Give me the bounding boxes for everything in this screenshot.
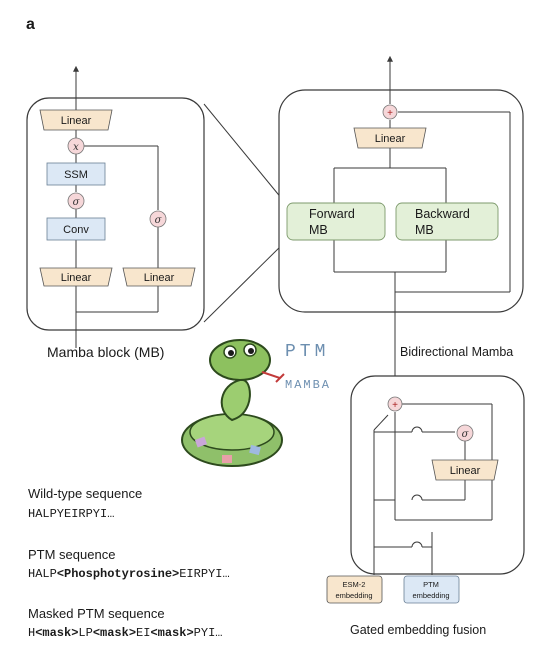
svg-text:+: + <box>392 400 398 411</box>
svg-text:σ: σ <box>462 429 470 440</box>
fusion-title: Gated embedding fusion <box>350 623 486 637</box>
fusion-plus-op <box>387 396 403 412</box>
mb-sigma-op <box>67 192 85 210</box>
fusion-linear <box>431 459 499 481</box>
mb-conv-box <box>46 217 106 241</box>
ptm-mamba-logo: PTM MAMBA <box>285 342 331 392</box>
svg-text:Linear: Linear <box>375 133 406 145</box>
svg-text:embedding: embedding <box>412 591 449 600</box>
mb-multiply-op <box>67 137 85 155</box>
svg-text:MB: MB <box>415 223 434 237</box>
backward-mb-box <box>395 202 499 241</box>
bidirectional-title: Bidirectional Mamba <box>400 345 513 359</box>
snake-mascot-illustration <box>181 339 285 467</box>
svg-text:σ: σ <box>73 197 81 208</box>
fusion-sigma-op <box>456 424 474 442</box>
svg-text:Linear: Linear <box>144 272 175 284</box>
mamba-block-title: Mamba block (MB) <box>47 344 164 360</box>
ptm-title: PTM sequence <box>28 547 115 562</box>
forward-mb-box <box>286 202 386 241</box>
svg-text:Linear: Linear <box>61 272 92 284</box>
mb-linear-top <box>39 109 113 131</box>
sequence-examples: Wild-type sequence HALPYEIRPYI… PTM sequ… <box>28 486 230 640</box>
svg-text:+: + <box>387 108 393 119</box>
svg-text:PTM: PTM <box>423 580 439 589</box>
svg-text:Forward: Forward <box>309 207 355 221</box>
svg-text:MAMBA: MAMBA <box>285 378 331 392</box>
ptm-sequence: HALP<Phosphotyrosine>EIRPYI… <box>28 567 230 581</box>
mb-linear-left <box>39 267 113 287</box>
zoom-line-top <box>203 103 288 206</box>
bidirectional-mamba: + Linear Forward MB Backward MB Bidirect… <box>278 55 524 395</box>
esm2-embedding-box <box>326 575 383 604</box>
svg-text:Conv: Conv <box>63 224 89 236</box>
svg-text:ESM-2: ESM-2 <box>343 580 366 589</box>
gated-embedding-fusion: + σ Linear ESM-2 embedding PTM embedding… <box>326 375 525 637</box>
svg-text:Backward: Backward <box>415 207 470 221</box>
wild-type-sequence: HALPYEIRPYI… <box>28 507 114 521</box>
bm-linear <box>353 127 427 149</box>
mamba-block: Linear x SSM σ Conv σ Linear Linear Mamb… <box>26 65 205 360</box>
ptm-embedding-box <box>403 575 460 604</box>
svg-text:SSM: SSM <box>64 169 88 181</box>
svg-text:σ: σ <box>155 215 163 226</box>
svg-text:embedding: embedding <box>335 591 372 600</box>
svg-text:Linear: Linear <box>450 465 481 477</box>
svg-text:PTM: PTM <box>285 342 329 362</box>
mb-linear-right <box>122 267 196 287</box>
svg-text:Linear: Linear <box>61 115 92 127</box>
panel-label: a <box>26 16 35 33</box>
svg-text:MB: MB <box>309 223 328 237</box>
bm-plus-op <box>382 104 398 120</box>
wild-type-title: Wild-type sequence <box>28 486 142 501</box>
mb-sigma-right-op <box>149 210 167 228</box>
mb-ssm-box <box>46 162 106 186</box>
masked-sequence: H<mask>LP<mask>EI<mask>PYI… <box>28 626 222 640</box>
zoom-line-bottom <box>203 239 288 323</box>
svg-text:x: x <box>73 142 79 153</box>
masked-title: Masked PTM sequence <box>28 606 165 621</box>
